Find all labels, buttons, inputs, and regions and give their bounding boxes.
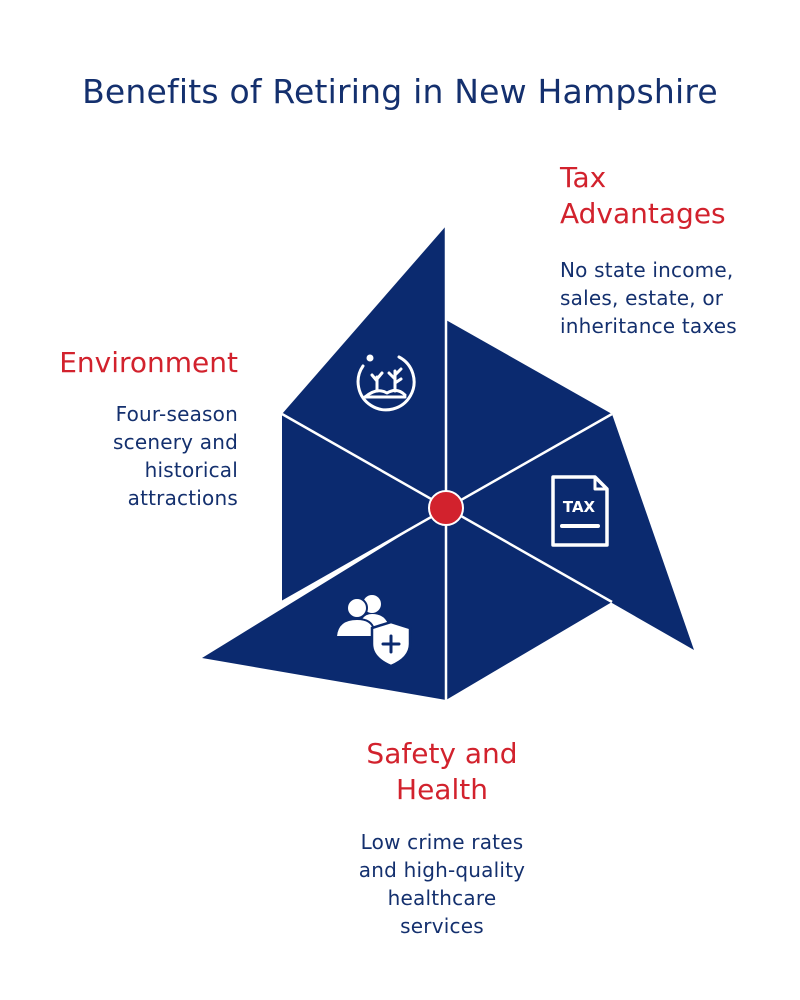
tax-desc-line-1: No state income, (560, 258, 734, 282)
nature-landscape-icon (356, 354, 416, 412)
center-dot (428, 490, 464, 526)
tax-heading-line-1: Tax (560, 161, 607, 194)
tax-icon-label: TAX (563, 498, 596, 516)
blade-left (282, 414, 446, 602)
page-title: Benefits of Retiring in New Hampshire (82, 72, 718, 111)
safety-desc-line-2: and high-quality (358, 858, 526, 882)
blade-bottom (446, 508, 612, 700)
safety-desc-line-1: Low crime rates (360, 830, 524, 854)
safety-desc-line-3: healthcare (387, 886, 497, 910)
environment-heading: Environment (59, 346, 238, 379)
tax-document-icon: TAX (551, 475, 609, 547)
safety-health-description: Low crime rates and high-quality healthc… (292, 828, 592, 940)
tax-desc-line-3: inheritance taxes (560, 314, 737, 338)
safety-heading-line-1: Safety and (366, 737, 518, 770)
tax-desc-line-2: sales, estate, or (560, 286, 724, 310)
tax-advantages-description: No state income, sales, estate, or inher… (560, 256, 796, 340)
people-shield-icon (334, 595, 412, 668)
environment-description: Four-season scenery and historical attra… (20, 400, 238, 512)
safety-health-heading: Safety and Health (292, 736, 592, 808)
tax-advantages-heading: Tax Advantages (560, 160, 790, 232)
blade-top-right (446, 320, 612, 508)
safety-heading-line-2: Health (396, 773, 488, 806)
safety-desc-line-4: services (400, 914, 484, 938)
env-desc-line-1: Four-season (115, 402, 238, 426)
env-desc-line-2: scenery and (113, 430, 238, 454)
tax-heading-line-2: Advantages (560, 197, 726, 230)
env-desc-line-3: historical (144, 458, 238, 482)
env-desc-line-4: attractions (127, 486, 238, 510)
